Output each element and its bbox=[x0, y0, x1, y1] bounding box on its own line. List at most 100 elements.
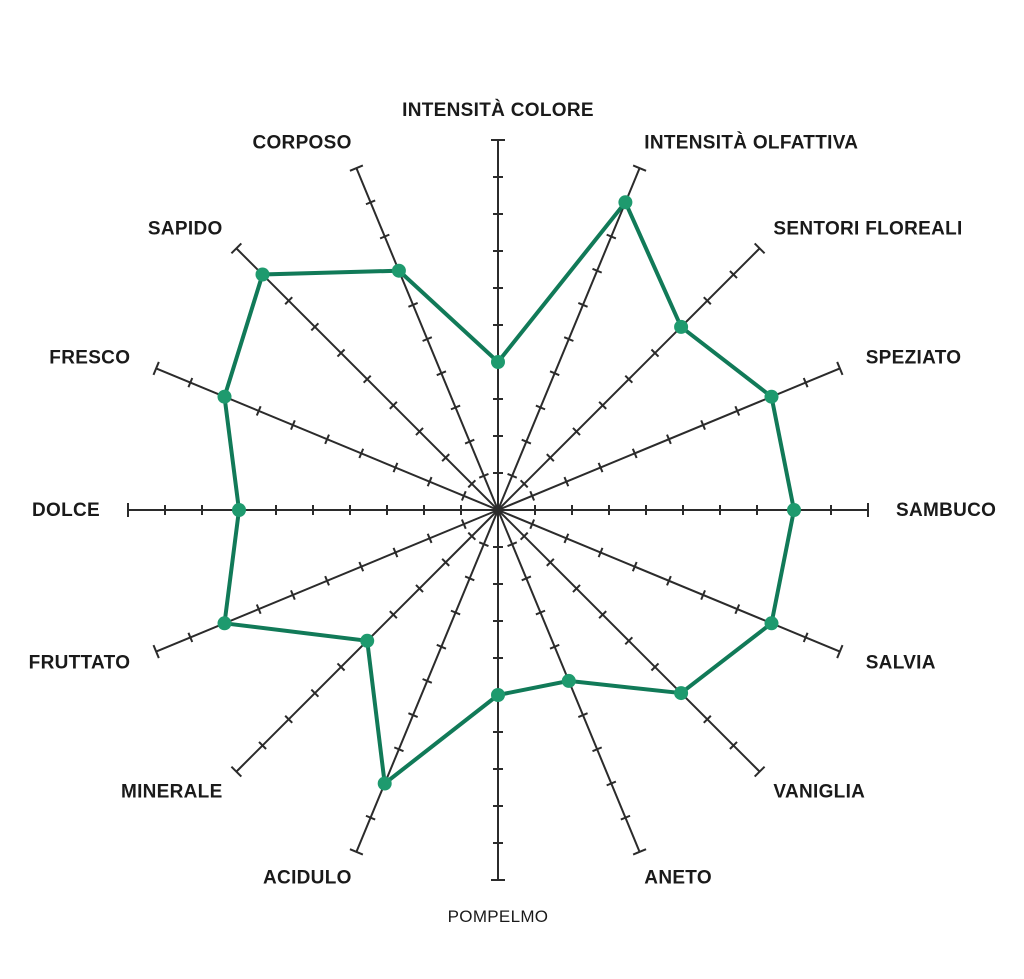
axis-tick bbox=[415, 584, 424, 593]
data-point bbox=[764, 389, 779, 404]
axis-tick bbox=[802, 377, 809, 388]
axis-tick bbox=[521, 575, 532, 582]
axis-tick bbox=[408, 302, 419, 308]
axis-tick bbox=[290, 420, 296, 431]
axis-tick bbox=[632, 164, 647, 172]
axis-tick bbox=[408, 712, 419, 718]
axis-tick bbox=[284, 296, 293, 305]
axis-tick bbox=[631, 448, 638, 459]
axis-tick bbox=[478, 472, 489, 479]
axis-tick bbox=[606, 233, 617, 240]
axis-label-fresco: FRESCO bbox=[49, 348, 130, 369]
axis-tick bbox=[703, 715, 712, 724]
axis-tick bbox=[700, 589, 706, 600]
axis-tick bbox=[362, 374, 372, 384]
axis-tick bbox=[436, 370, 447, 377]
axis-tick bbox=[358, 448, 365, 459]
axis-tick bbox=[187, 632, 194, 643]
axis-tick bbox=[836, 361, 844, 376]
axis-tick bbox=[365, 814, 376, 821]
axis-tick bbox=[392, 547, 399, 558]
axis-tick bbox=[415, 427, 424, 436]
axis-tick bbox=[563, 476, 570, 487]
axis-label-fruttato: FRUTTATO bbox=[29, 652, 131, 673]
axis-tick bbox=[478, 541, 489, 548]
axis-tick bbox=[450, 609, 461, 616]
axis-tick bbox=[624, 374, 634, 384]
axis-label-minerale: MINERALE bbox=[121, 781, 223, 802]
axis-tick bbox=[563, 336, 574, 342]
data-point bbox=[377, 776, 392, 791]
axis-tick bbox=[441, 453, 450, 462]
axis-tick bbox=[519, 479, 529, 489]
axis-tick bbox=[152, 361, 160, 376]
axis-tick bbox=[450, 404, 461, 411]
axis-tick bbox=[255, 604, 262, 615]
data-point bbox=[255, 267, 270, 282]
axis-tick bbox=[666, 434, 672, 445]
axis-tick bbox=[529, 519, 536, 530]
axis-tick bbox=[577, 712, 588, 718]
axis-tick bbox=[507, 472, 518, 479]
axis-tick bbox=[392, 462, 399, 473]
axis-tick bbox=[441, 558, 450, 567]
data-point bbox=[232, 503, 246, 517]
axis-tick bbox=[365, 199, 376, 206]
axis-tick bbox=[549, 370, 560, 377]
axis-tick bbox=[632, 848, 647, 856]
axis-tick bbox=[734, 405, 741, 416]
axis-tick bbox=[422, 336, 433, 342]
axis-tick bbox=[460, 490, 467, 501]
axis-tick bbox=[700, 420, 706, 431]
axis-tick bbox=[230, 765, 243, 778]
data-point bbox=[491, 355, 505, 369]
axis-tick bbox=[436, 643, 447, 650]
axis-tick bbox=[467, 479, 477, 489]
axis-tick bbox=[389, 610, 398, 619]
data-point bbox=[491, 688, 505, 702]
data-point bbox=[561, 673, 576, 688]
axis-tick bbox=[521, 438, 532, 445]
axis-tick bbox=[358, 561, 365, 572]
axis-tick bbox=[729, 741, 738, 750]
axis-tick bbox=[650, 662, 660, 672]
axis-label-dolce: DOLCE bbox=[32, 500, 100, 521]
axis-tick bbox=[230, 242, 243, 255]
axis-tick bbox=[349, 848, 364, 856]
axis-label-sambuco: SAMBUCO bbox=[896, 500, 996, 521]
axis-tick bbox=[460, 519, 467, 530]
axis-tick bbox=[152, 644, 160, 659]
axis-label-intensit-olfattiva: INTENSITÀ OLFATTIVA bbox=[644, 131, 858, 153]
data-point bbox=[360, 633, 375, 648]
series-line bbox=[222, 198, 797, 788]
axis-tick bbox=[572, 584, 581, 593]
axis-tick bbox=[379, 233, 390, 240]
axis-tick bbox=[753, 242, 766, 255]
axis-tick bbox=[284, 715, 293, 724]
axis-label-corposo: CORPOSO bbox=[252, 132, 351, 153]
axis-tick bbox=[597, 547, 604, 558]
axis-tick bbox=[598, 401, 607, 410]
axis-tick bbox=[336, 348, 346, 358]
data-point bbox=[674, 319, 689, 334]
axis-tick bbox=[546, 453, 555, 462]
axis-tick bbox=[597, 462, 604, 473]
series-group bbox=[217, 195, 801, 791]
axis-tick bbox=[187, 377, 194, 388]
axis-tick bbox=[464, 575, 475, 582]
data-point bbox=[391, 263, 406, 278]
axis-tick bbox=[529, 490, 536, 501]
axis-label-vaniglia: VANIGLIA bbox=[773, 781, 865, 802]
data-point bbox=[217, 616, 232, 631]
axis-tick bbox=[620, 814, 631, 821]
axis-tick bbox=[729, 270, 738, 279]
axis-tick bbox=[290, 589, 296, 600]
axis-tick bbox=[393, 746, 404, 753]
axis-tick bbox=[802, 632, 809, 643]
axis-tick bbox=[258, 741, 267, 750]
axis-tick bbox=[519, 531, 529, 541]
axis-tick bbox=[624, 636, 634, 646]
axis-tick bbox=[324, 575, 330, 586]
axis-tick bbox=[349, 164, 364, 172]
